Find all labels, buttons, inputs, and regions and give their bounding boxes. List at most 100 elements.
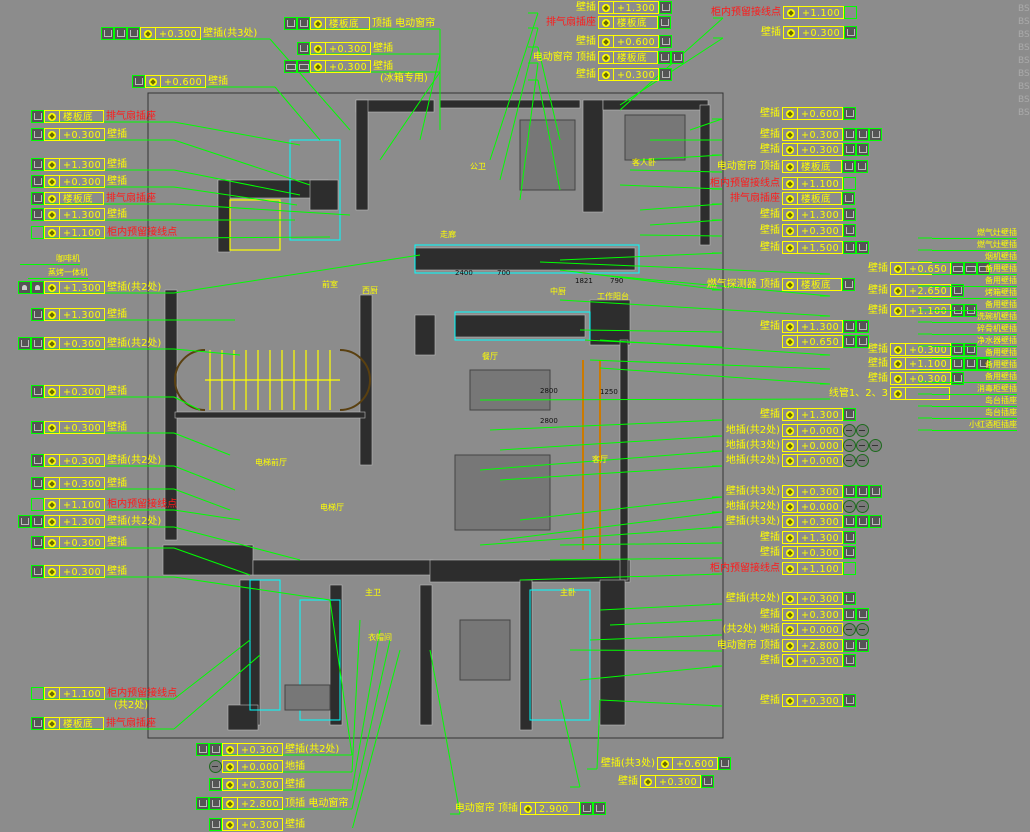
callout-label: 壁插 (760, 209, 780, 220)
fridge-outlet-icon (284, 60, 297, 73)
outlet-callout: +0.650 (782, 335, 870, 348)
leader-line (173, 576, 331, 601)
outlet-icons (843, 408, 857, 421)
junction-box-icon (31, 687, 44, 700)
leader-line (351, 639, 391, 810)
outlet-icons (658, 51, 684, 64)
layer-tag: BS- (1018, 4, 1030, 14)
callout-label: 壁插 (208, 76, 229, 87)
leader-line (479, 526, 723, 546)
mounting-height: +0.300 (798, 608, 844, 621)
outlet-icons (842, 160, 868, 173)
leader-line (559, 699, 581, 788)
leader-line (173, 186, 298, 206)
height-marker-icon (782, 531, 798, 544)
floor-outlet-icon (856, 623, 870, 636)
height-marker-icon (44, 337, 60, 350)
callout-label: 壁插 (285, 819, 306, 830)
callout-label: 壁插 (760, 144, 780, 155)
leader-line (596, 699, 601, 770)
callout-label: 壁插(共2处) (107, 338, 162, 349)
outlet-icons (31, 421, 44, 434)
callout-label: 壁插 (868, 373, 888, 384)
callout-label: 壁插 (107, 422, 128, 433)
outlet-icons (843, 224, 857, 237)
outlet-icons (843, 500, 870, 513)
callout-label: 柜内预留接线点 (107, 227, 178, 238)
wall-outlet-icon (869, 485, 883, 498)
callout-label: 柜内预留接线点 (107, 688, 178, 699)
mounting-height: +0.300 (798, 654, 844, 667)
mounting-height: +1.100 (798, 562, 844, 575)
mounting-height: +0.000 (798, 454, 844, 467)
wall-outlet-icon (843, 694, 857, 707)
leader-line (173, 236, 331, 239)
callout-label: 排气扇插座 (106, 718, 156, 729)
mounting-height: +0.300 (60, 385, 106, 398)
mounting-height: +0.300 (798, 143, 844, 156)
callout-label: 壁插 (760, 225, 780, 236)
appliance-outlet-icon (18, 281, 31, 294)
callout-label: 地插(共3处) (725, 440, 780, 451)
height-marker-icon (782, 500, 798, 513)
leader-line (173, 203, 351, 216)
leader-line (419, 53, 441, 141)
wall-outlet-icon (659, 68, 673, 81)
floor-outlet-icon (856, 439, 870, 452)
mounting-height: +0.300 (238, 778, 284, 791)
wall-outlet-icon (977, 357, 991, 370)
mounting-height: +1.100 (798, 177, 844, 190)
mounting-height: +0.300 (798, 694, 844, 707)
height-marker-icon (782, 424, 798, 437)
height-marker-icon (44, 158, 60, 171)
callout-label: 壁插(共3处) (203, 28, 258, 39)
callout-label: 地插 (285, 761, 306, 772)
floor-outlet-icon (856, 454, 870, 467)
height-marker-icon (783, 26, 799, 39)
mounting-height: +2.800 (798, 639, 844, 652)
mounting-height: +0.600 (798, 107, 844, 120)
kitchen-appliance-note: 烤箱壁插 (932, 288, 1017, 299)
callout-label: 壁插 (760, 321, 780, 332)
fridge-outlet-icon (297, 60, 310, 73)
floor-outlet-icon (856, 500, 870, 513)
mounting-height: +0.000 (798, 439, 844, 452)
wall-outlet-icon (843, 224, 857, 237)
mounting-height: +0.650 (798, 335, 844, 348)
mounting-height: 楼板底 (60, 110, 104, 123)
callout-label: 壁插 (760, 129, 780, 140)
mounting-height: 楼板底 (798, 278, 842, 291)
outlet-icons (843, 335, 870, 348)
wall-outlet-icon (31, 536, 44, 549)
outlet-icons (843, 608, 870, 621)
height-marker-icon (44, 717, 60, 730)
leader-line (173, 432, 231, 456)
outlet-icons (18, 515, 44, 528)
outlet-callout: 楼板底燃气探测器 顶插 (707, 278, 855, 291)
wall-outlet-icon (842, 160, 855, 173)
mounting-height: +0.300 (906, 343, 952, 356)
dimension-label: 1821 (575, 277, 593, 285)
leader-line (489, 12, 539, 161)
wall-outlet-icon (856, 515, 870, 528)
outlet-icons (31, 565, 44, 578)
wall-outlet-icon (869, 128, 883, 141)
floor-outlet-icon (843, 454, 857, 467)
wall-outlet-icon (31, 565, 44, 578)
kitchen-appliance-note: 岛台插座 (932, 396, 1017, 407)
height-marker-icon (44, 477, 60, 490)
wall-outlet-icon (869, 515, 883, 528)
height-marker-icon (782, 515, 798, 528)
wall-outlet-icon (659, 35, 673, 48)
mounting-height: +1.100 (60, 226, 106, 239)
height-marker-icon (310, 42, 326, 55)
callout-label: 壁插 (868, 344, 888, 355)
wall-outlet-icon (31, 128, 44, 141)
